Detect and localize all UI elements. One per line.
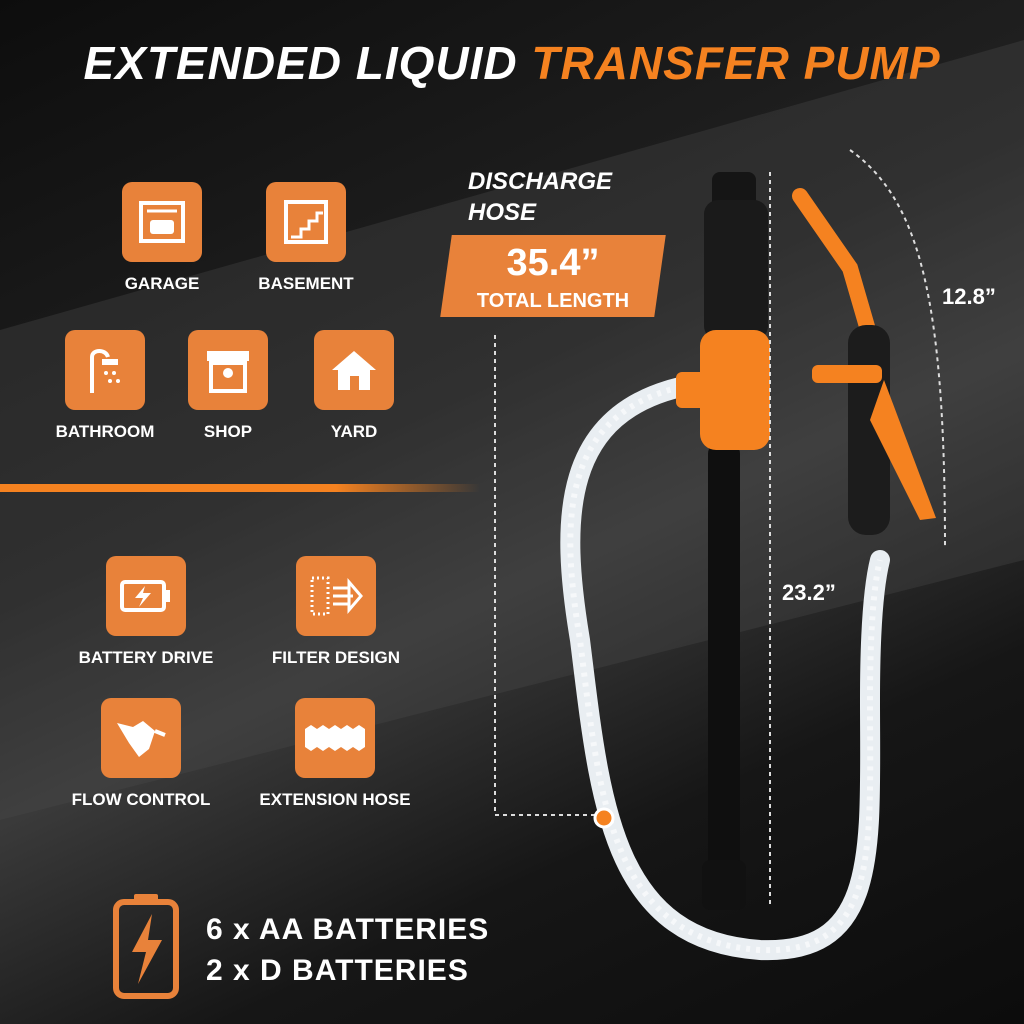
feature-label: BATTERY DRIVE	[78, 648, 214, 667]
spec-heading-line2: HOSE	[468, 199, 537, 227]
feature-flow-control: FLOW CONTROL	[66, 698, 216, 810]
feature-label: FILTER DESIGN	[271, 648, 401, 667]
section-divider	[0, 484, 480, 492]
shop-icon	[188, 330, 268, 410]
nozzle-dimension: 12.8”	[942, 284, 996, 309]
location-yard: YARD	[304, 330, 404, 442]
spec-caption: TOTAL LENGTH	[476, 290, 630, 312]
battery-line1: 6 x AA BATTERIES	[206, 913, 490, 946]
house-icon	[314, 330, 394, 410]
filter-icon	[296, 556, 376, 636]
location-label: YARD	[330, 422, 378, 441]
nozzle-dim-line	[849, 149, 946, 549]
feature-extension-hose: EXTENSION HOSE	[250, 698, 420, 810]
location-basement: BASEMENT	[246, 182, 366, 294]
location-label: GARAGE	[124, 274, 200, 293]
tube-tip	[702, 860, 746, 910]
hose-ribs	[567, 382, 883, 954]
feature-label: EXTENSION HOSE	[259, 790, 411, 809]
battery-charge-icon	[106, 556, 186, 636]
extension-hose-icon	[295, 698, 375, 778]
feature-filter-design: FILTER DESIGN	[268, 556, 404, 668]
location-garage: GARAGE	[102, 182, 222, 294]
pump-handle	[704, 200, 768, 340]
battery-line2: 2 x D BATTERIES	[206, 953, 469, 987]
intake-tube	[708, 440, 740, 880]
battery-icon	[113, 894, 179, 999]
nozzle-spout	[792, 188, 876, 338]
spec-heading-line1: DISCHARGE	[468, 168, 613, 195]
basement-icon	[266, 182, 346, 262]
feature-battery-drive: BATTERY DRIVE	[74, 556, 218, 668]
pump-motor-housing	[700, 330, 770, 450]
length-dim-line	[494, 335, 605, 816]
flow-control-icon	[101, 698, 181, 778]
nozzle-trigger	[870, 380, 936, 520]
feature-label: FLOW CONTROL	[71, 790, 211, 809]
spec-value: 35.4”	[506, 242, 600, 284]
garage-icon	[122, 182, 202, 262]
location-shop: SHOP	[178, 330, 278, 442]
location-label: SHOP	[203, 422, 253, 441]
location-label: BATHROOM	[55, 422, 155, 441]
shower-icon	[65, 330, 145, 410]
nozzle-hook	[812, 365, 882, 383]
location-label: BASEMENT	[258, 274, 354, 293]
spec-heading: DISCHARGE HOSE	[468, 166, 612, 228]
page-title: EXTENDED LIQUID TRANSFER PUMP	[0, 36, 1024, 90]
hose-end-marker	[593, 807, 615, 829]
title-orange: TRANSFER PUMP	[531, 37, 941, 89]
outlet-port	[676, 372, 706, 408]
tube-dimension: 23.2”	[782, 580, 836, 605]
title-white: EXTENDED LIQUID	[83, 37, 518, 89]
location-bathroom: BATHROOM	[50, 330, 160, 442]
battery-spec: 6 x AA BATTERIES 2 x D BATTERIES	[206, 910, 489, 991]
